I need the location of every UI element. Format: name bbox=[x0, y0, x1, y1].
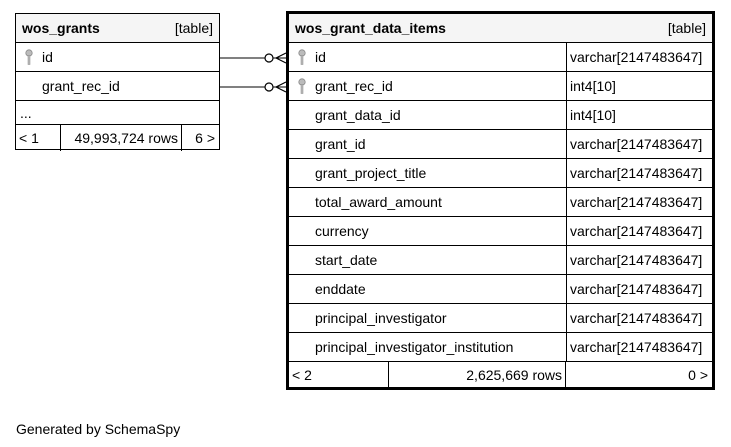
column-row-grant-rec-id[interactable]: grant_rec_id bbox=[16, 72, 219, 101]
key-icon bbox=[298, 49, 306, 65]
parents-link[interactable]: < 2 bbox=[289, 362, 389, 387]
column-row-id[interactable]: id bbox=[16, 43, 219, 72]
relation-grant-rec-id bbox=[220, 81, 287, 93]
column-name: id bbox=[315, 49, 326, 65]
key-icon bbox=[298, 78, 306, 94]
column-name: principal_investigator_institution bbox=[315, 339, 514, 355]
table-kind: [table] bbox=[667, 20, 706, 36]
table-header: wos_grants [table] bbox=[16, 14, 219, 43]
column-name: grant_project_title bbox=[315, 165, 427, 181]
column-type: varchar[2147483647] bbox=[566, 159, 712, 187]
more-columns-ellipsis: ... bbox=[16, 101, 219, 125]
column-name: total_award_amount bbox=[315, 194, 442, 210]
column-row-total-award-amount[interactable]: total_award_amount varchar[2147483647] bbox=[289, 188, 712, 217]
parents-link[interactable]: < 1 bbox=[16, 125, 61, 151]
column-type: int4[10] bbox=[566, 101, 712, 129]
column-type: varchar[2147483647] bbox=[566, 246, 712, 274]
column-type: varchar[2147483647] bbox=[566, 304, 712, 332]
table-wos-grants[interactable]: wos_grants [table] id grant_rec_id ... <… bbox=[15, 13, 220, 151]
table-name[interactable]: wos_grants bbox=[22, 20, 100, 36]
relation-id bbox=[220, 52, 287, 64]
column-row-currency[interactable]: currency varchar[2147483647] bbox=[289, 217, 712, 246]
column-row-grant-id[interactable]: grant_id varchar[2147483647] bbox=[289, 130, 712, 159]
row-count: 49,993,724 rows bbox=[61, 125, 182, 151]
column-name: grant_rec_id bbox=[315, 78, 393, 94]
table-kind: [table] bbox=[174, 20, 213, 36]
column-type: varchar[2147483647] bbox=[566, 188, 712, 216]
column-row-grant-rec-id[interactable]: grant_rec_id int4[10] bbox=[289, 72, 712, 101]
children-link[interactable]: 6 > bbox=[195, 130, 215, 146]
column-name: grant_id bbox=[315, 136, 366, 152]
key-icon bbox=[25, 49, 33, 65]
column-name: enddate bbox=[315, 281, 366, 297]
column-type: int4[10] bbox=[566, 72, 712, 100]
column-name: grant_rec_id bbox=[42, 78, 120, 94]
column-type: varchar[2147483647] bbox=[566, 275, 712, 303]
table-name[interactable]: wos_grant_data_items bbox=[295, 20, 446, 36]
column-row-id[interactable]: id varchar[2147483647] bbox=[289, 43, 712, 72]
table-wos-grant-data-items[interactable]: wos_grant_data_items [table] id varchar[2… bbox=[286, 11, 715, 390]
column-name: start_date bbox=[315, 252, 378, 268]
row-count: 2,625,669 rows bbox=[389, 362, 566, 387]
column-type: varchar[2147483647] bbox=[566, 217, 712, 245]
table-footer: < 2 2,625,669 rows 0 > bbox=[289, 362, 712, 387]
generated-by-note[interactable]: Generated by SchemaSpy bbox=[16, 421, 181, 437]
column-name: id bbox=[42, 49, 53, 65]
column-name: grant_data_id bbox=[315, 107, 401, 123]
column-row-grant-data-id[interactable]: grant_data_id int4[10] bbox=[289, 101, 712, 130]
column-name: currency bbox=[315, 223, 369, 239]
table-footer: < 1 49,993,724 rows 6 > bbox=[16, 125, 219, 151]
table-header: wos_grant_data_items [table] bbox=[289, 14, 712, 43]
column-row-principal-investigator[interactable]: principal_investigator varchar[2147483647… bbox=[289, 304, 712, 333]
column-row-enddate[interactable]: enddate varchar[2147483647] bbox=[289, 275, 712, 304]
column-name: principal_investigator bbox=[315, 310, 447, 326]
column-row-start-date[interactable]: start_date varchar[2147483647] bbox=[289, 246, 712, 275]
column-type: varchar[2147483647] bbox=[566, 333, 712, 361]
column-row-principal-investigator-institution[interactable]: principal_investigator_institution varcha… bbox=[289, 333, 712, 362]
column-type: varchar[2147483647] bbox=[566, 130, 712, 158]
column-type: varchar[2147483647] bbox=[566, 43, 712, 71]
column-row-grant-project-title[interactable]: grant_project_title varchar[2147483647] bbox=[289, 159, 712, 188]
children-link[interactable]: 0 > bbox=[688, 366, 708, 383]
